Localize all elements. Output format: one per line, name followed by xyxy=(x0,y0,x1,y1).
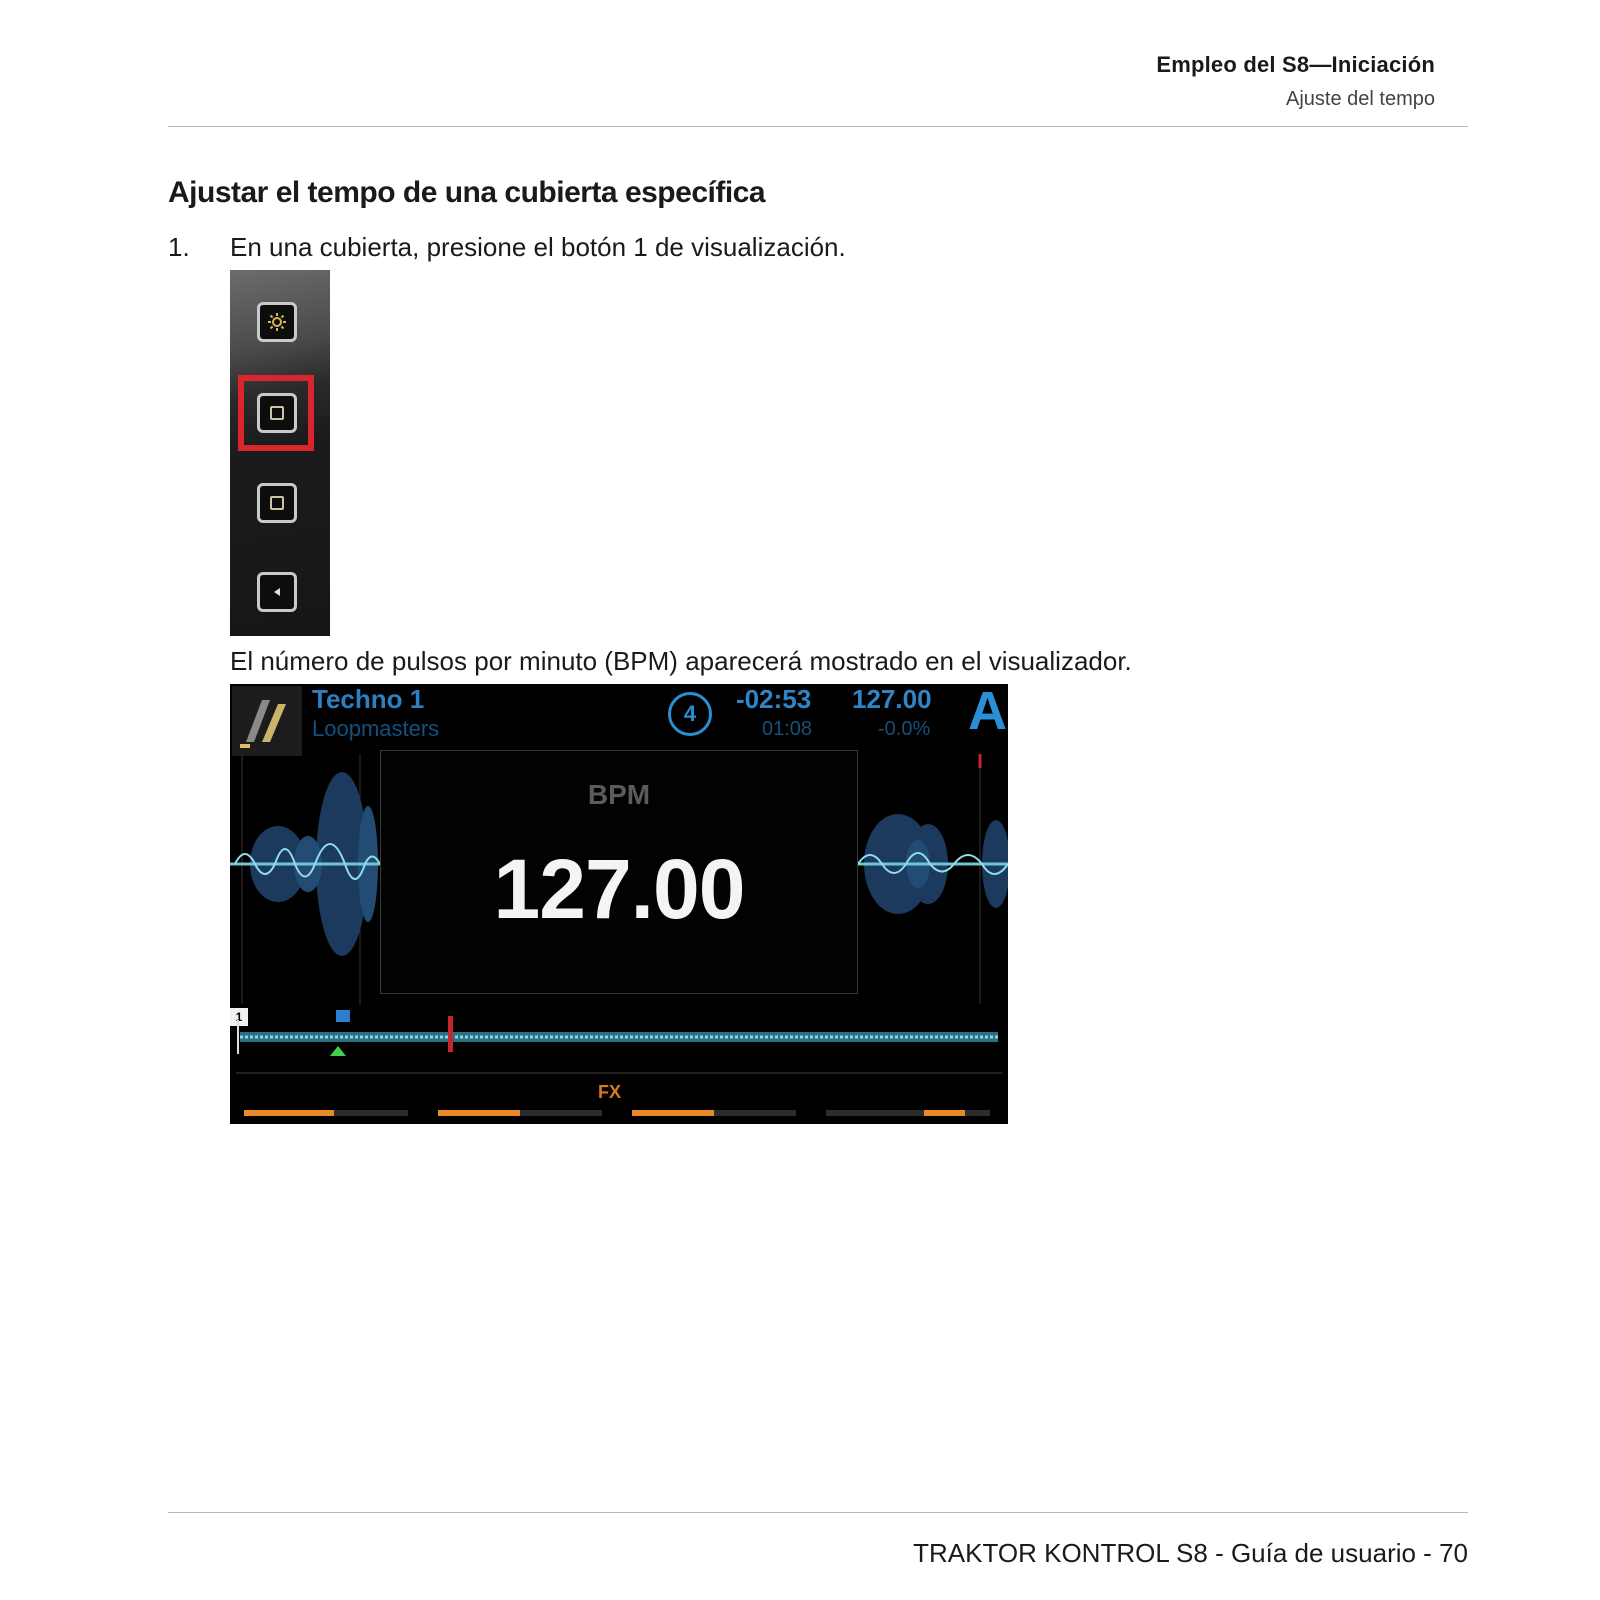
chapter-title: Empleo del S8—Iniciación xyxy=(1156,52,1435,77)
bpm-value: 127.00 xyxy=(493,842,746,936)
waveform-right xyxy=(858,754,1008,1004)
bpm-readout-small: 127.00 xyxy=(852,684,932,714)
bpm-label: BPM xyxy=(587,779,651,810)
section-name: Ajuste del tempo xyxy=(1286,88,1435,110)
fx-level-3 xyxy=(632,1110,796,1116)
fx-level-1 xyxy=(244,1110,408,1116)
running-head: Empleo del S8—Iniciación Ajuste del temp… xyxy=(1156,52,1435,111)
track-artist: Loopmasters xyxy=(312,716,440,741)
cover-art xyxy=(232,686,302,756)
back-button xyxy=(257,572,297,612)
gear-icon xyxy=(257,302,297,342)
footer-text: TRAKTOR KONTROL S8 - Guía de usuario - 7… xyxy=(913,1538,1468,1568)
back-arrow-icon xyxy=(274,588,280,596)
time-remaining: -02:53 xyxy=(736,684,812,714)
fx-level-4 xyxy=(826,1110,990,1116)
display-button-1 xyxy=(257,393,297,433)
beat-counter: 4 xyxy=(668,692,712,736)
deck-display-image: Techno 1 Loopmasters 4 -02:53 01:08 127.… xyxy=(230,684,1008,1124)
highlight-box xyxy=(238,375,314,451)
step-number: 1. xyxy=(168,232,190,262)
section-heading: Ajustar el tempo de una cubierta específ… xyxy=(168,176,766,209)
fx-label: FX xyxy=(598,1082,622,1102)
result-text: El número de pulsos por minuto (BPM) apa… xyxy=(230,646,1132,676)
bpm-panel: BPM 127.00 xyxy=(380,750,858,994)
square-icon xyxy=(270,496,284,510)
footer-divider xyxy=(168,1512,1468,1513)
waveform-left xyxy=(230,754,380,1004)
deck-letter: A xyxy=(968,684,1007,741)
square-icon xyxy=(270,406,284,420)
time-elapsed: 01:08 xyxy=(762,718,813,740)
track-overview xyxy=(237,1010,998,1056)
step-1: 1. En una cubierta, presione el botón 1 d… xyxy=(168,232,846,263)
pitch-readout: -0.0% xyxy=(878,718,931,740)
cue-marker: 1 xyxy=(230,1008,248,1026)
display-button-2 xyxy=(257,483,297,523)
display-buttons-image xyxy=(230,270,330,636)
fx-level-2 xyxy=(438,1110,602,1116)
track-title: Techno 1 xyxy=(312,684,425,714)
header-divider xyxy=(168,126,1468,127)
step-text: En una cubierta, presione el botón 1 de … xyxy=(230,232,846,262)
fx-divider xyxy=(236,1072,1002,1074)
